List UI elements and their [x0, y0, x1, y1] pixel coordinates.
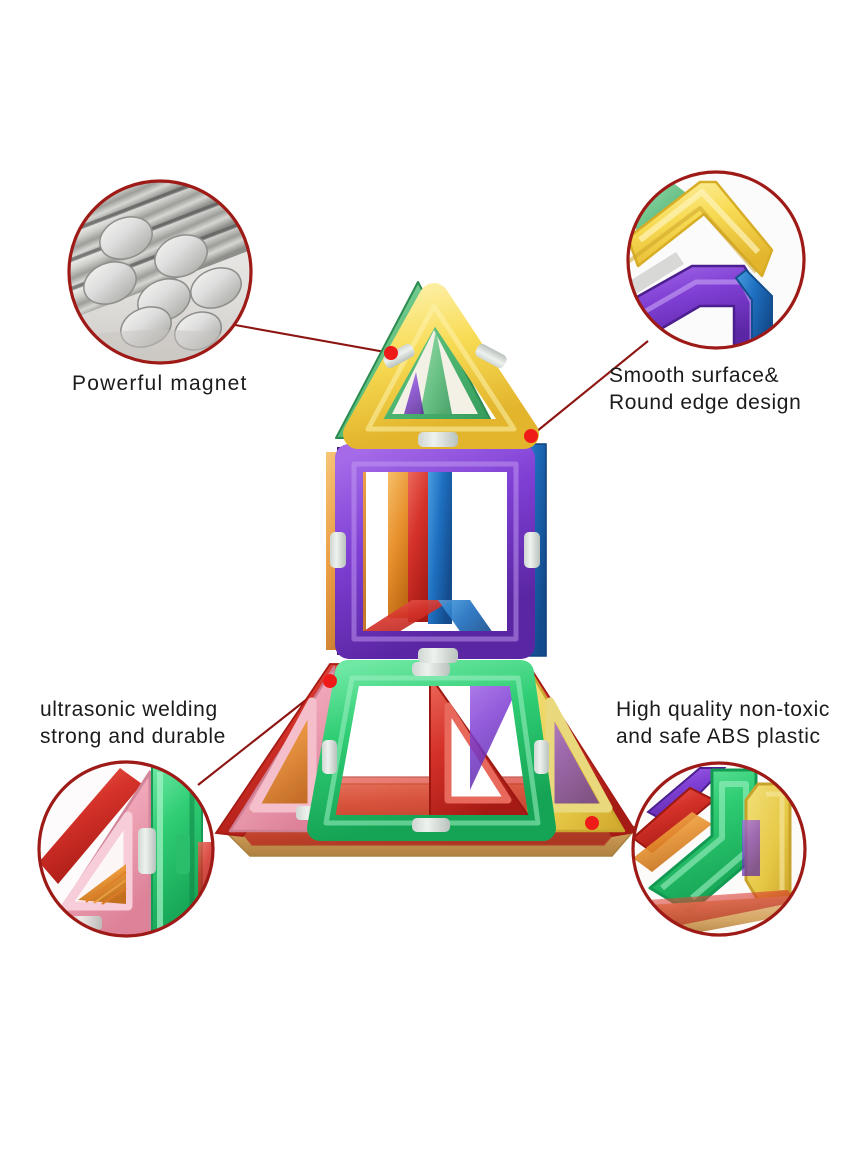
tile-base-triangle-pink-left-hole: [249, 697, 317, 813]
clasp-top-bottom: [418, 432, 458, 447]
zoom-weld-clasp: [138, 828, 156, 874]
callout-label-powerful-magnet: Powerful magnet: [72, 372, 248, 395]
tile-top-triangle-yellow-highlight: [365, 303, 517, 432]
magnetic-tile-rocket: [214, 281, 638, 857]
tile-mid-square-purple-frame: [335, 444, 535, 659]
magnifier-ring-ultrasonic-welding: [37, 760, 215, 938]
callout-dot-smooth-surface: [524, 429, 538, 443]
clasp-mid-bottom: [418, 648, 458, 663]
tile-mid-square-purple-highlight: [351, 461, 519, 642]
clasp-base-green-right: [534, 740, 549, 774]
clasp-top-right: [475, 344, 507, 368]
callout-label-ultrasonic-welding: ultrasonic welding strong and durable: [40, 698, 226, 748]
clasp-mid-left: [330, 532, 346, 568]
callout-circle-abs-plastic: [631, 761, 807, 937]
callout-circle-powerful-magnet: [67, 179, 253, 365]
clasp-base-green-bottom: [412, 818, 450, 832]
callout-circle-ultrasonic-welding: [37, 760, 215, 938]
tile-mid-inner-red: [408, 470, 432, 622]
callout-end-dots: [323, 346, 599, 830]
callout-label-abs-plastic: High quality non-toxic and safe ABS plas…: [616, 698, 830, 748]
callout-circle-smooth-surface: [626, 170, 806, 350]
tile-mid-inner-diagonal-blue: [438, 600, 498, 640]
leader-line-smooth-surface: [530, 340, 649, 437]
clasp-top-left: [383, 344, 415, 368]
tile-base-square-green-frame: [307, 660, 556, 841]
magnifier-ring-powerful-magnet: [67, 179, 253, 365]
magnifier-ring-abs-plastic: [631, 761, 807, 937]
tile-mid-inner-orange: [388, 470, 412, 618]
callout-dot-abs-plastic: [585, 816, 599, 830]
magnifier-ring-smooth-surface: [626, 170, 806, 350]
leader-line-powerful-magnet: [234, 323, 392, 355]
tile-base-triangle-yellow-right-inner-purple: [546, 706, 604, 812]
clasp-base-green-left: [322, 740, 337, 774]
clasp-mid-right: [524, 532, 540, 568]
tile-top-triangle-window-green: [420, 330, 452, 414]
clasp-base-green-top: [412, 662, 450, 676]
tile-top-triangle-window-purple: [404, 372, 424, 414]
callout-label-smooth-surface: Smooth surface& Round edge design: [609, 364, 802, 414]
tile-base-square-green-highlight: [323, 675, 541, 826]
tile-base-triangle-yellow-right-hole: [545, 697, 613, 813]
callout-dot-powerful-magnet: [384, 346, 398, 360]
zoom-tile-blue-edge: [734, 268, 773, 348]
tile-base-sliver-purple: [470, 674, 524, 790]
zoom-tile-purple-corner: [628, 264, 768, 348]
callout-dot-ultrasonic-welding: [323, 674, 337, 688]
tile-mid-inner-blue: [428, 468, 452, 624]
